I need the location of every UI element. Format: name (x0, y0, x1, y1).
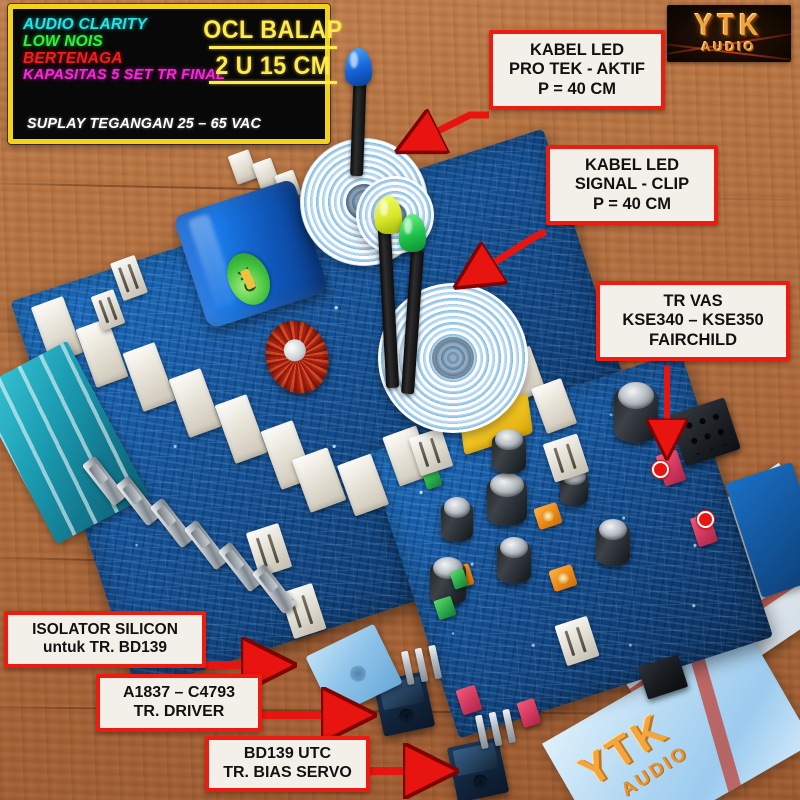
electrolytic-capacitor (614, 381, 658, 443)
transistor-leads (400, 644, 443, 686)
tr-bias-servo-transistor (446, 737, 510, 800)
callout-line: TR. DRIVER (133, 702, 225, 720)
transistor-leads (474, 708, 517, 750)
highlight-marker-tr-vas-2 (697, 511, 714, 528)
spec-title-rule (208, 45, 337, 49)
spec-title-rule (208, 81, 337, 84)
callout-line: BD139 UTC (243, 745, 332, 762)
transistor-mount-hole (472, 773, 489, 791)
callout-line: A1837 – C4793 (122, 684, 236, 701)
callout-kabel-led-protek: KABEL LED PRO TEK - AKTIF P = 40 CM (489, 30, 665, 111)
spec-feature-kapasitas: KAPASITAS 5 SET TR FINAL (23, 67, 226, 84)
spec-supply-voltage: SUPLAY TEGANGAN 25 – 65 VAC (27, 116, 262, 133)
ytk-logo-mark: YTK (694, 7, 764, 42)
spec-feature-list: AUDIO CLARITY LOW NOIS BERTENAGA KAPASIT… (23, 14, 226, 135)
spec-feature-low-nois: LOW NOIS (23, 33, 103, 51)
electrolytic-capacitor (497, 537, 531, 584)
ytk-logo-subtitle: AUDIO (701, 40, 757, 55)
spec-feature-audio-clarity: AUDIO CLARITY (23, 16, 148, 33)
highlight-marker-tr-vas-1 (652, 461, 669, 478)
callout-line: TR VAS (663, 292, 723, 310)
callout-line: KABEL LED (584, 156, 680, 174)
callout-kabel-led-signal: KABEL LED SIGNAL - CLIP P = 40 CM (546, 145, 718, 226)
led-cable-coil-signal (378, 283, 528, 433)
led-blue (345, 48, 372, 86)
led-yellow (375, 196, 402, 234)
callout-line: TR. BIAS SERVO (223, 763, 352, 781)
callout-line: P = 40 CM (537, 79, 617, 98)
callout-line: SIGNAL - CLIP (574, 175, 690, 194)
callout-tr-vas: TR VAS KSE340 – KSE350 FAIRCHILD (596, 281, 790, 362)
electrolytic-capacitor (492, 429, 526, 474)
callout-line: KSE340 – KSE350 (622, 311, 764, 330)
spec-supply-line-wrap: SUPLAY TEGANGAN 25 – 65 VAC (27, 112, 261, 132)
callout-line: PRO TEK - AKTIF (509, 60, 645, 79)
spec-title-line-2: 2 U 15 CM (215, 51, 331, 80)
transistor-mount-hole (398, 707, 415, 725)
callout-line: untuk TR. BD139 (42, 639, 167, 657)
ytk-audio-logo: YTK AUDIO (667, 5, 791, 62)
spec-title-line-1: OCL BALAP (203, 16, 343, 44)
transistor-metal-tab (452, 742, 499, 777)
callout-line: KABEL LED (529, 41, 625, 59)
ok-quality-sticker: OK (219, 246, 279, 312)
spec-title-block: OCL BALAP 2 U 15 CM (198, 14, 348, 135)
callout-line: ISOLATOR SILICON (32, 621, 178, 638)
callout-tr-driver: A1837 – C4793 TR. DRIVER (96, 674, 262, 732)
spec-feature-bertenaga: BERTENAGA (23, 50, 123, 68)
callout-line: FAIRCHILD (649, 330, 737, 349)
electrolytic-capacitor (596, 519, 630, 566)
callout-isolator-silicon: ISOLATOR SILICON untuk TR. BD139 (4, 611, 206, 668)
led-green (399, 214, 426, 252)
callout-tr-bias-servo: BD139 UTC TR. BIAS SERVO (205, 736, 370, 792)
callout-line: P = 40 CM (592, 194, 672, 213)
electrolytic-capacitor (487, 473, 527, 526)
electrolytic-capacitor (441, 497, 473, 542)
spec-banner: AUDIO CLARITY LOW NOIS BERTENAGA KAPASIT… (8, 4, 342, 144)
